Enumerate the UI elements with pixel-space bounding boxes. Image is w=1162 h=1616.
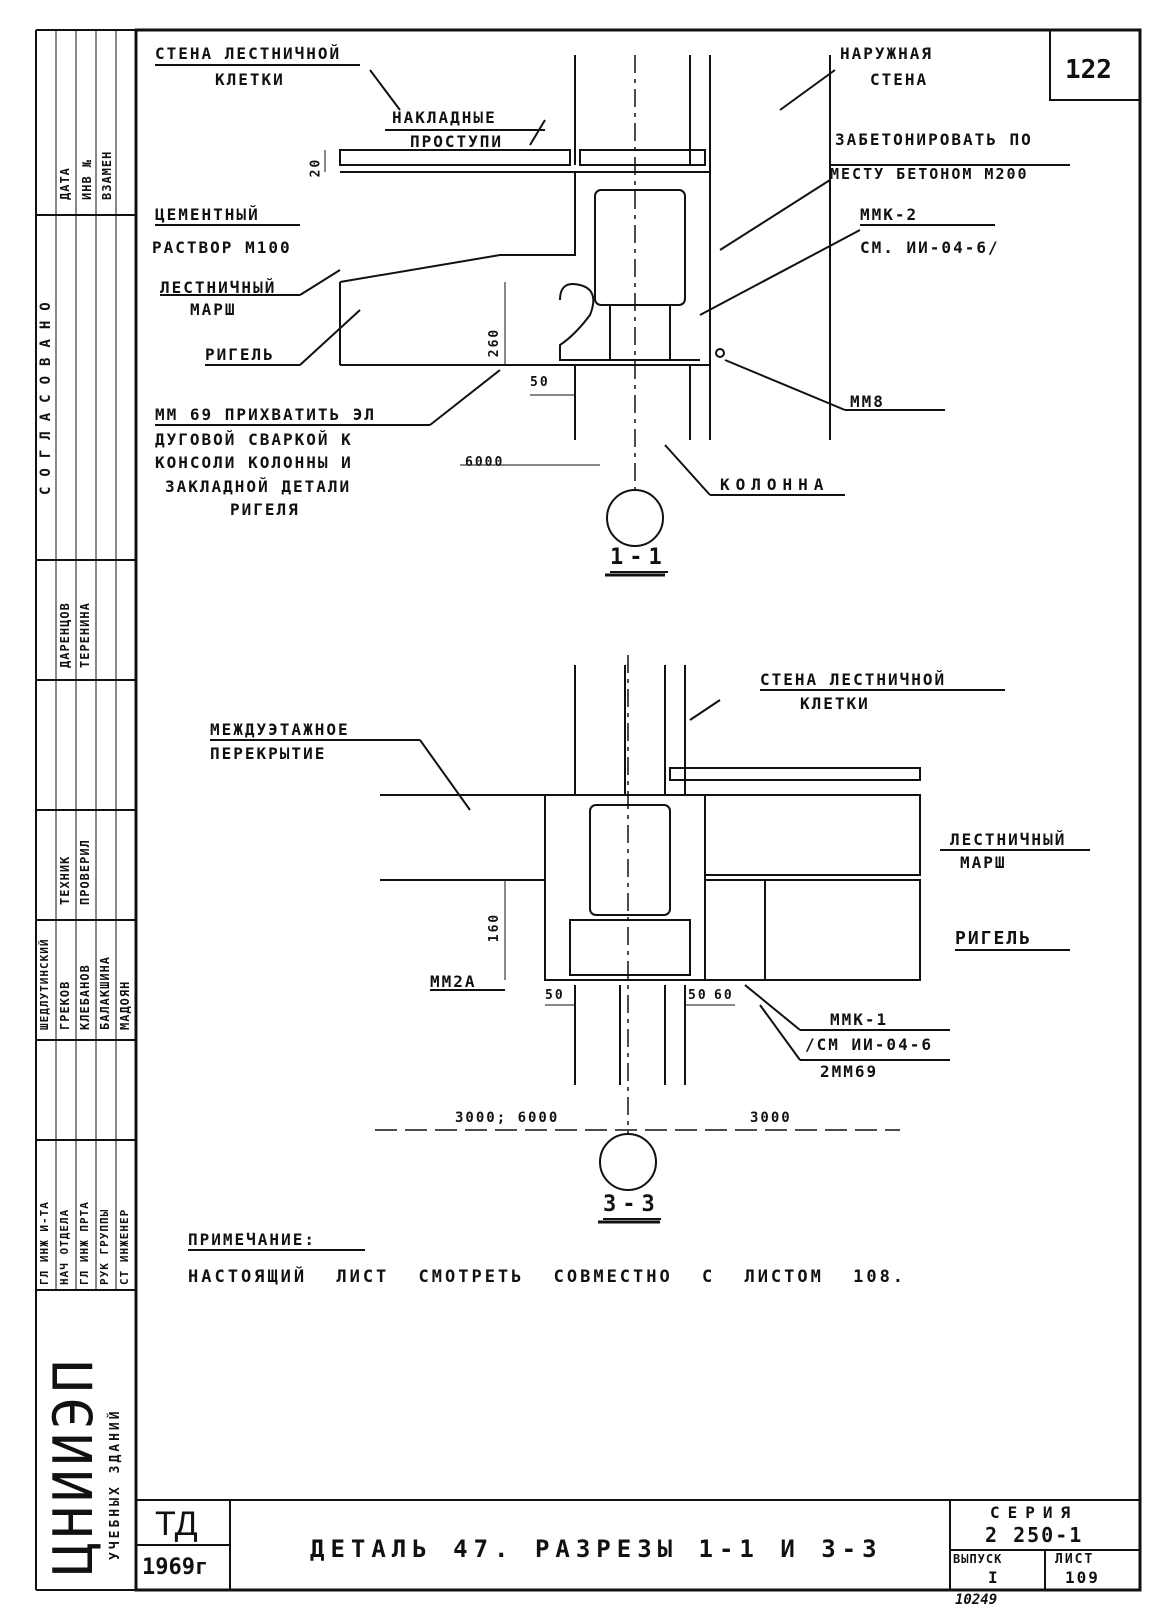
- sheet-value: 109: [1065, 1568, 1100, 1587]
- title-block-td: ТД: [155, 1505, 198, 1543]
- s1-dim-20: 20: [308, 157, 324, 178]
- stamp-name-2: ТЕРЕНИНА: [78, 602, 92, 668]
- s1-column: КОЛОННА: [720, 475, 830, 494]
- stamp-inv: ИНВ №: [80, 158, 94, 200]
- stamp-date: ДАТА: [58, 167, 72, 200]
- s1-mmk-1: ММК-2: [860, 205, 919, 224]
- s1-weld-1: ММ 69 ПРИХВАТИТЬ ЭЛ: [155, 405, 377, 424]
- stamp-checked: ПРОВЕРИЛ: [78, 839, 92, 905]
- s1-mortar-1: ЦЕМЕНТНЫЙ: [155, 205, 260, 224]
- stamp-name-3: ШЕДЛУТИНСКИЙ: [38, 938, 51, 1030]
- series-label: СЕРИЯ: [990, 1503, 1079, 1522]
- s1-title: 1-1: [610, 545, 668, 573]
- issue-value: I: [988, 1568, 1000, 1587]
- s3-floor-1: МЕЖДУЭТАЖНОЕ: [210, 720, 350, 739]
- s3-beam: РИГЕЛЬ: [955, 928, 1033, 949]
- doc-number: 10249: [955, 1592, 998, 1608]
- stamp-name-6: БАЛАКШИНА: [98, 955, 112, 1030]
- s3-stair-wall-1: СТЕНА ЛЕСТНИЧНОЙ: [760, 670, 947, 689]
- s1-weld-2: ДУГОВОЙ СВАРКОЙ К: [155, 430, 353, 449]
- stamp-tech: ТЕХНИК: [58, 855, 72, 905]
- stamp-name-5: КЛЕБАНОВ: [78, 964, 92, 1030]
- s1-flight-1: ЛЕСТНИЧНЫЙ: [160, 278, 277, 297]
- stamp-name-7: МАДОЯН: [118, 980, 132, 1030]
- s1-outer-wall-2: СТЕНА: [870, 70, 929, 89]
- s3-mmk-3: 2ММ69: [820, 1062, 879, 1081]
- s3-flight-2: МАРШ: [960, 853, 1007, 872]
- s3-stair-wall-2: КЛЕТКИ: [800, 694, 870, 713]
- s3-dim-160: 160: [487, 912, 503, 943]
- org-name: ЦНИИЭП: [42, 1355, 105, 1575]
- s1-beam: РИГЕЛЬ: [205, 345, 275, 364]
- s1-outer-wall-1: НАРУЖНАЯ: [840, 44, 934, 63]
- s3-dim-3000: 3000: [750, 1110, 792, 1126]
- sheet-number: 122: [1065, 55, 1112, 85]
- s1-dim-6000: 6000: [465, 455, 505, 470]
- s3-dim-50a: 50: [545, 988, 565, 1003]
- note-heading: ПРИМЕЧАНИЕ:: [188, 1230, 316, 1249]
- s1-treads-2: ПРОСТУПИ: [410, 132, 504, 151]
- sheet-label: ЛИСТ: [1055, 1552, 1095, 1567]
- stamp-name-4: ГРЕКОВ: [58, 980, 72, 1030]
- stamp-role-3: ГЛ ИНЖ ПРТА: [78, 1201, 91, 1285]
- s1-dim-50: 50: [530, 375, 550, 390]
- stamp-role-4: РУК ГРУППЫ: [98, 1208, 111, 1285]
- s1-mmk-2: СМ. ИИ-04-6/: [860, 238, 1000, 257]
- org-subname: УЧЕБНЫХ ЗДАНИЙ: [108, 1408, 123, 1560]
- s3-mmk-2: /СМ ИИ-04-6: [805, 1035, 933, 1054]
- s3-mm2a: ММ2А: [430, 972, 477, 991]
- s1-stair-wall-2: КЛЕТКИ: [215, 70, 285, 89]
- drawing-title: ДЕТАЛЬ 47. РАЗРЕЗЫ 1-1 И 3-3: [310, 1535, 883, 1563]
- s3-floor-2: ПЕРЕКРЫТИЕ: [210, 744, 327, 763]
- s3-flight-1: ЛЕСТНИЧНЫЙ: [950, 830, 1067, 849]
- s1-weld-3: КОНСОЛИ КОЛОННЫ И: [155, 453, 353, 472]
- s1-concrete-2: МЕСТУ БЕТОНОМ М200: [830, 165, 1029, 183]
- s1-treads-1: НАКЛАДНЫЕ: [392, 108, 497, 127]
- s1-dim-260: 260: [487, 327, 503, 358]
- s3-title: 3-3: [603, 1192, 661, 1220]
- s1-weld-5: РИГЕЛЯ: [230, 500, 300, 519]
- series-value: 2 250-1: [985, 1523, 1084, 1547]
- stamp-role-1: ГЛ ИНЖ И-ТА: [38, 1201, 51, 1285]
- s3-dim-3000-6000: 3000; 6000: [455, 1110, 560, 1126]
- s3-dim-60: 60: [714, 988, 734, 1003]
- s1-flight-2: МАРШ: [190, 300, 237, 319]
- stamp-role-5: СТ ИНЖЕНЕР: [118, 1208, 131, 1285]
- s1-mortar-2: РАСТВОР М100: [152, 238, 292, 257]
- stamp-name-1: ДАРЕНЦОВ: [58, 602, 72, 668]
- s1-concrete-1: ЗАБЕТОНИРОВАТЬ ПО: [835, 130, 1033, 149]
- s1-weld-4: ЗАКЛАДНОЙ ДЕТАЛИ: [165, 477, 352, 496]
- s1-stair-wall-1: СТЕНА ЛЕСТНИЧНОЙ: [155, 44, 342, 63]
- note-text: НАСТОЯЩИЙ ЛИСТ СМОТРЕТЬ СОВМЕСТНО С ЛИСТ…: [188, 1267, 907, 1287]
- s1-mm8: ММ8: [850, 392, 885, 411]
- stamp-replace: ВЗАМЕН: [100, 150, 114, 200]
- s3-dim-50b: 50: [688, 988, 708, 1003]
- stamp-agreed: СОГЛАСОВАНО: [38, 292, 54, 495]
- s3-mmk-1: ММК-1: [830, 1010, 889, 1029]
- issue-label: ВЫПУСК: [953, 1552, 1003, 1566]
- stamp-role-2: НАЧ ОТДЕЛА: [58, 1208, 71, 1285]
- title-block-year: 1969г: [142, 1555, 209, 1580]
